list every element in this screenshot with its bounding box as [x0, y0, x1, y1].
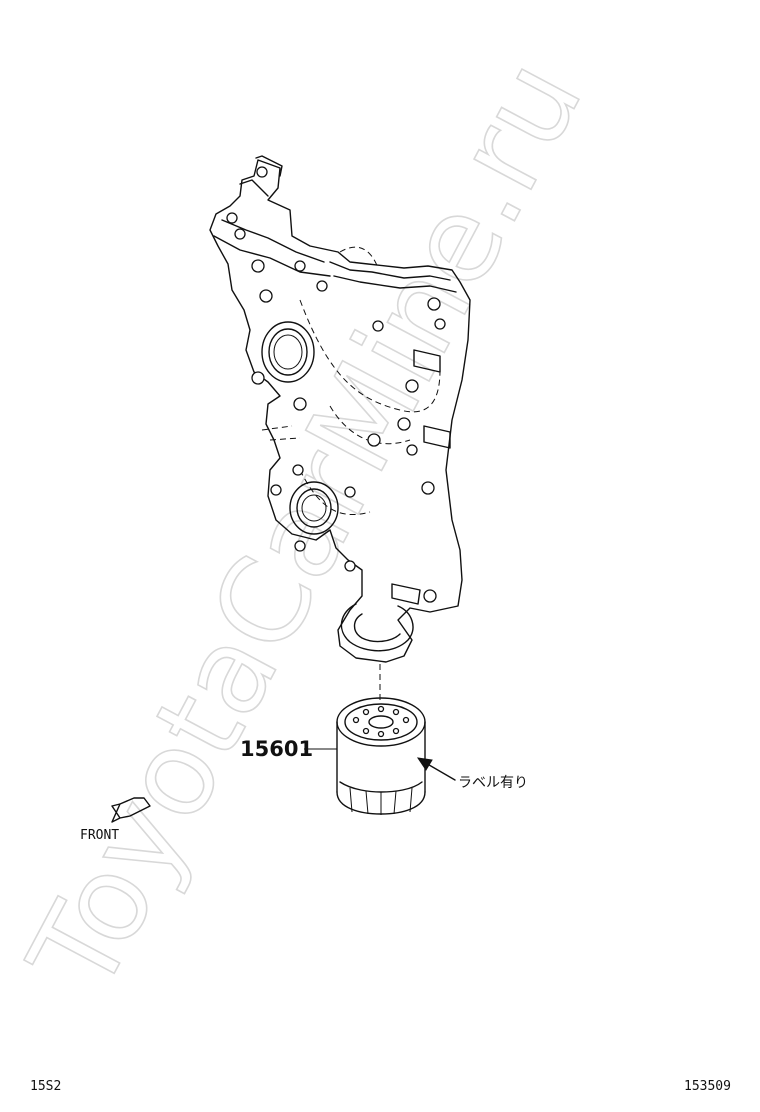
- footer-right-code: 153509: [684, 1079, 731, 1094]
- watermark-text: ToyotaCarMine.ru: [2, 38, 608, 1014]
- front-arrow-icon: [111, 797, 151, 823]
- front-label: FRONT: [80, 828, 119, 843]
- footer-left-code: 15S2: [30, 1079, 61, 1094]
- label-note-callout: ラベル有り: [416, 757, 528, 791]
- part-number-label: 15601: [240, 737, 313, 761]
- oil-filter-drawing: [336, 697, 426, 815]
- label-note-text: ラベル有り: [458, 775, 528, 791]
- label-note-arrowhead-icon: [416, 757, 433, 771]
- oil-pump-cover-drawing: [209, 155, 471, 663]
- part-number-callout: 15601: [240, 737, 337, 761]
- front-indicator: FRONT: [80, 797, 151, 843]
